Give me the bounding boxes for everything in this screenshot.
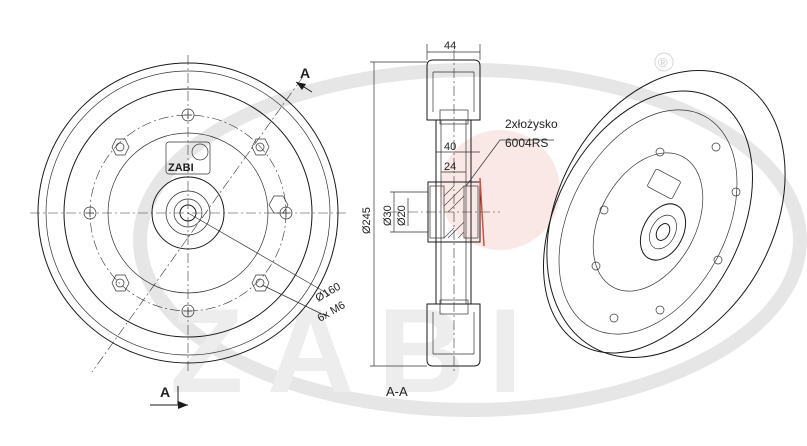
front-view: ZABI A A Ø160 6x M6 [30,55,347,409]
section-arrow-top: A [295,65,313,93]
bolt-hole [111,274,130,292]
registered-mark: ® [658,55,668,70]
tire-inner-edge [45,70,331,356]
watermark: ZABI ® [133,52,807,418]
logo-plate: ZABI [165,141,211,175]
section-bolt-bottom [439,299,469,315]
watermark-text: ZABI [170,284,546,418]
dim-d245: Ø245 [361,207,373,234]
bearing-note-line2: 6004RS [505,136,548,150]
section-marker-bottom: A [160,384,170,400]
accent-line [479,177,485,247]
bolt-hole [268,195,293,220]
iso-rim [558,109,738,335]
bearing-leader [465,139,501,187]
tire-top-inner [432,71,475,112]
section-line [91,77,303,373]
iso-view [543,70,786,358]
tire-bottom-inner [432,312,475,355]
iso-tire-back [546,70,786,358]
iso-disc [592,152,704,292]
registered-circle [654,52,674,72]
dim-d20: Ø20 [396,205,408,226]
dim-40: 40 [444,141,456,153]
dim-d30: Ø30 [382,205,394,226]
section-arrow-bottom: A [150,384,188,409]
dim-24: 24 [444,161,456,173]
tire-top-outline [426,59,481,121]
dim-44: 44 [444,40,456,52]
iso-logo-plate [647,168,681,200]
bolt-hole [111,138,130,156]
section-view: 44 40 24 Ø245 Ø30 Ø20 2xłożysko 6004RS A… [361,40,558,399]
iso-bolt-holes [591,142,741,323]
bolt-hole [251,138,270,156]
section-marker-top: A [300,65,310,81]
iso-tire-front [543,90,753,354]
tire-bottom-outline [426,303,481,367]
watermark-red-ball [440,130,560,250]
iso-hub [639,203,687,261]
bolt-hole [181,304,195,318]
rim-edge [63,88,313,338]
bolt-hole [181,108,195,122]
bolt-hole [251,274,270,292]
iso-axle-bore [655,223,671,241]
bearing-note-line1: 2xłożysko [505,117,558,131]
leader-bolts [261,284,327,317]
logo-text: ZABI [168,162,194,174]
iso-bearing [649,214,677,250]
bolt-holes [83,108,293,318]
bolt-hole [83,206,97,220]
section-title: A-A [386,384,408,399]
leader-d160 [187,212,331,296]
